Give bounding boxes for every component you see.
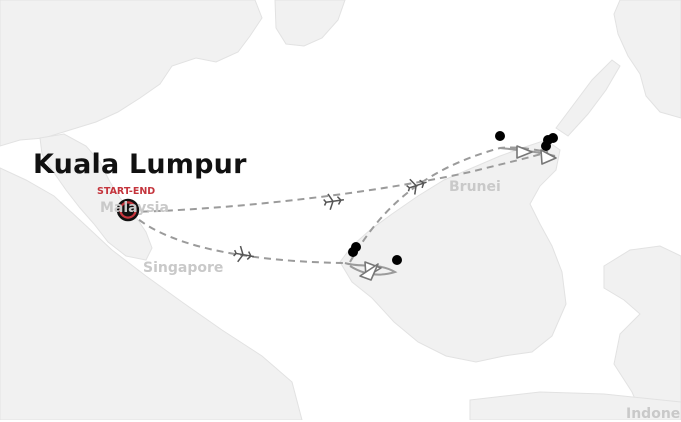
- airplane-icon: [323, 193, 345, 210]
- stop-marker: [548, 133, 558, 143]
- route-kl-to-kuching-north: [129, 151, 549, 213]
- land-philippines: [613, 0, 681, 119]
- stop-marker: [541, 141, 551, 151]
- land-malay-peninsula: [39, 133, 153, 261]
- label-singapore: Singapore: [143, 260, 224, 276]
- start-end-tag: START-END: [97, 186, 156, 197]
- route-borneo-to-sabah: [349, 146, 549, 263]
- label-indonesia: Indone: [626, 406, 681, 422]
- stop-marker: [495, 131, 505, 141]
- land-vietnam: [274, 0, 346, 47]
- label-brunei: Brunei: [449, 179, 501, 195]
- label-malaysia: Malaysia: [100, 200, 169, 216]
- stop-marker: [392, 255, 402, 265]
- land-indochina: [0, 0, 263, 147]
- route-kl-to-kuching-south: [129, 211, 346, 264]
- stop-marker: [348, 247, 358, 257]
- airplane-icon: [406, 178, 427, 195]
- arrowheads: [359, 145, 557, 281]
- route-lines: [129, 146, 549, 264]
- arrowhead-icon: [516, 145, 533, 159]
- stop-markers: [348, 131, 558, 265]
- land-borneo: [339, 139, 567, 363]
- map-title: Kuala Lumpur: [33, 149, 247, 180]
- land-palawan: [555, 59, 621, 137]
- land-sulawesi: [603, 245, 681, 420]
- land-sumatra: [0, 167, 303, 420]
- airplane-icon: [233, 245, 254, 263]
- start-end-marker: [116, 198, 140, 222]
- land-java: [469, 391, 681, 420]
- arrowhead-icon: [540, 149, 557, 165]
- route-local-kuching: [344, 262, 398, 276]
- arrowhead-icon: [359, 263, 379, 281]
- airplanes: [233, 178, 427, 263]
